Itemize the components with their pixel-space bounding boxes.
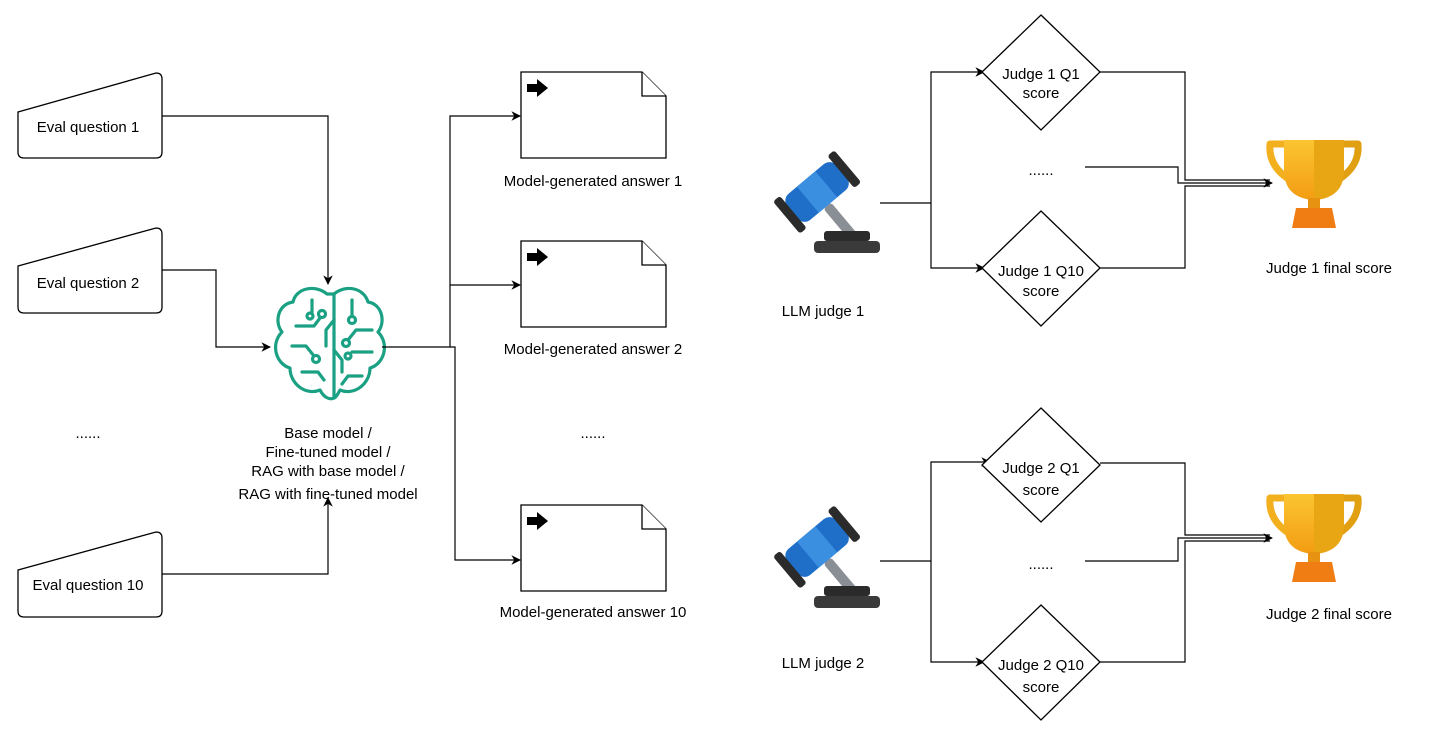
brain-circuit-icon: [273, 286, 387, 401]
answer-document-2: Model-generated answer 2: [504, 240, 682, 358]
edge-judge-1-to-q1: [880, 67, 985, 204]
arrow-right-icon: [527, 248, 548, 266]
edge-judge-2-q1-to-final: [1100, 462, 1270, 536]
eval-question-2-label: Eval question 2: [37, 275, 140, 292]
judge-2-ellipsis: ......: [1028, 556, 1053, 573]
edge-judge-1-middle-to-final: [1085, 166, 1273, 188]
judge-1-trophy-icon: [1266, 140, 1362, 228]
answer-document-10: Model-generated answer 10: [500, 504, 687, 621]
edge-model-to-answer-1: [382, 111, 521, 348]
judge-2-q1-score: score: [1023, 482, 1060, 499]
edge-judge-1-to-q10: [930, 203, 985, 273]
judge-1-final-score-label: Judge 1 final score: [1266, 260, 1392, 277]
answer-2-label: Model-generated answer 2: [504, 341, 682, 358]
edge-judge-1-q10-to-final: [1100, 185, 1270, 269]
model-line-1: Base model /: [284, 425, 372, 442]
judge-2-q10-score: score: [1023, 679, 1060, 696]
judge-1-q1-diamond: Judge 1 Q1 score: [981, 14, 1101, 131]
edge-judge-2-to-q1: [880, 457, 991, 562]
model-line-2: Fine-tuned model /: [265, 444, 391, 461]
judge-2-trophy-icon: [1266, 494, 1362, 582]
edge-judge-2-middle-to-final: [1085, 533, 1273, 562]
answer-10-label: Model-generated answer 10: [500, 604, 687, 621]
answer-1-label: Model-generated answer 1: [504, 173, 682, 190]
model-line-4: RAG with fine-tuned model: [238, 486, 417, 503]
llm-judge-1-label: LLM judge 1: [782, 303, 865, 320]
edge-judge-2-q10-to-final: [1100, 540, 1270, 663]
judge-1-ellipsis: ......: [1028, 162, 1053, 179]
judge-1-gavel-icon: [774, 151, 880, 253]
judge-1-q10-title: Judge 1 Q10: [998, 263, 1084, 280]
judge-2-q1-title: Judge 2 Q1: [1002, 460, 1080, 477]
eval-question-10: Eval question 10: [17, 531, 163, 618]
answers-ellipsis: ......: [580, 425, 605, 442]
edge-question-10-to-model: [162, 497, 333, 575]
answer-document-1: Model-generated answer 1: [504, 71, 682, 190]
judge-1-q10-diamond: Judge 1 Q10 score: [981, 210, 1101, 327]
judge-2-gavel-icon: [774, 506, 880, 608]
judge-2-q1-diamond: Judge 2 Q1 score: [981, 407, 1101, 523]
eval-question-1: Eval question 1: [17, 72, 163, 159]
judge-2-q10-diamond: Judge 2 Q10 score: [981, 604, 1101, 721]
edge-question-2-to-model: [162, 269, 271, 352]
arrow-right-icon: [527, 79, 548, 97]
edge-model-to-answer-10: [450, 346, 521, 565]
questions-ellipsis: ......: [75, 425, 100, 442]
judge-1-q1-title: Judge 1 Q1: [1002, 66, 1080, 83]
arrow-right-icon: [527, 512, 548, 530]
judge-2-final-score-label: Judge 2 final score: [1266, 606, 1392, 623]
judge-1-q10-score: score: [1023, 283, 1060, 300]
judge-1-q1-score: score: [1023, 85, 1060, 102]
llm-judge-2-label: LLM judge 2: [782, 655, 865, 672]
edge-question-1-to-model: [162, 115, 333, 285]
judge-2-q10-title: Judge 2 Q10: [998, 657, 1084, 674]
eval-question-1-label: Eval question 1: [37, 119, 140, 136]
edge-judge-1-q1-to-final: [1100, 71, 1270, 181]
edge-judge-2-to-q10: [930, 561, 985, 667]
model-line-3: RAG with base model /: [251, 463, 405, 480]
eval-question-10-label: Eval question 10: [33, 577, 144, 594]
eval-question-2: Eval question 2: [17, 227, 163, 314]
